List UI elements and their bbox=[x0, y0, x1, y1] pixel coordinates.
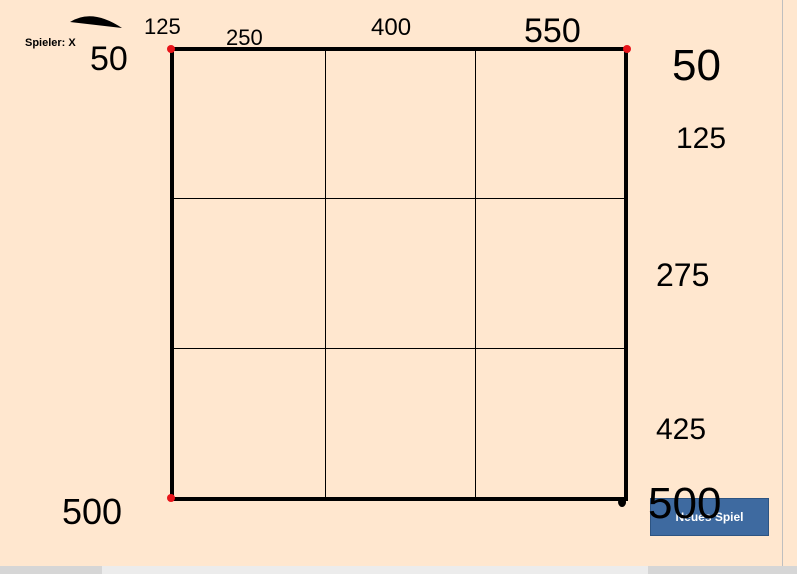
annotation-top-left-x: 125 bbox=[144, 14, 181, 39]
board-cell-3-2[interactable] bbox=[325, 348, 475, 498]
annotation-pointer-top-right bbox=[622, 43, 668, 49]
board-cell-1-2[interactable] bbox=[325, 51, 475, 201]
x-axis-hook-mark bbox=[70, 16, 122, 28]
annotation-top-label-3: 550 bbox=[524, 12, 581, 50]
annotation-right-label-1: 125 bbox=[676, 122, 726, 155]
board-cell-1-1[interactable] bbox=[174, 51, 324, 201]
new-game-button[interactable]: Neues Spiel bbox=[650, 498, 769, 536]
annotation-right-label-2: 275 bbox=[656, 257, 709, 293]
window-right-edge bbox=[782, 0, 783, 566]
annotation-top-right-y: 50 bbox=[672, 41, 721, 90]
bottom-bar-segment bbox=[648, 566, 797, 574]
board-cell-3-1[interactable] bbox=[174, 348, 324, 498]
grid-line-horizontal-2 bbox=[174, 348, 624, 349]
grid-line-vertical-2 bbox=[475, 51, 476, 497]
window-bottom-bar bbox=[0, 566, 797, 574]
grid-line-vertical-1 bbox=[325, 51, 326, 497]
board-cell-2-3[interactable] bbox=[475, 198, 625, 348]
annotation-tick-bottom bbox=[556, 500, 558, 522]
annotation-bottom-left-y: 500 bbox=[62, 491, 122, 532]
annotation-right-label-3: 425 bbox=[656, 413, 706, 446]
board-cell-1-3[interactable] bbox=[475, 51, 625, 201]
board-cell-2-2[interactable] bbox=[325, 198, 475, 348]
grid-line-horizontal-1 bbox=[174, 198, 624, 199]
bottom-bar-segment bbox=[0, 566, 102, 574]
current-player-label: Spieler: X bbox=[25, 37, 76, 49]
annotation-top-left-y: 50 bbox=[90, 40, 128, 78]
board-cell-2-1[interactable] bbox=[174, 198, 324, 348]
annotation-top-label-2: 400 bbox=[371, 14, 411, 41]
tic-tac-toe-board bbox=[170, 47, 628, 501]
board-cell-3-3[interactable] bbox=[475, 348, 625, 498]
